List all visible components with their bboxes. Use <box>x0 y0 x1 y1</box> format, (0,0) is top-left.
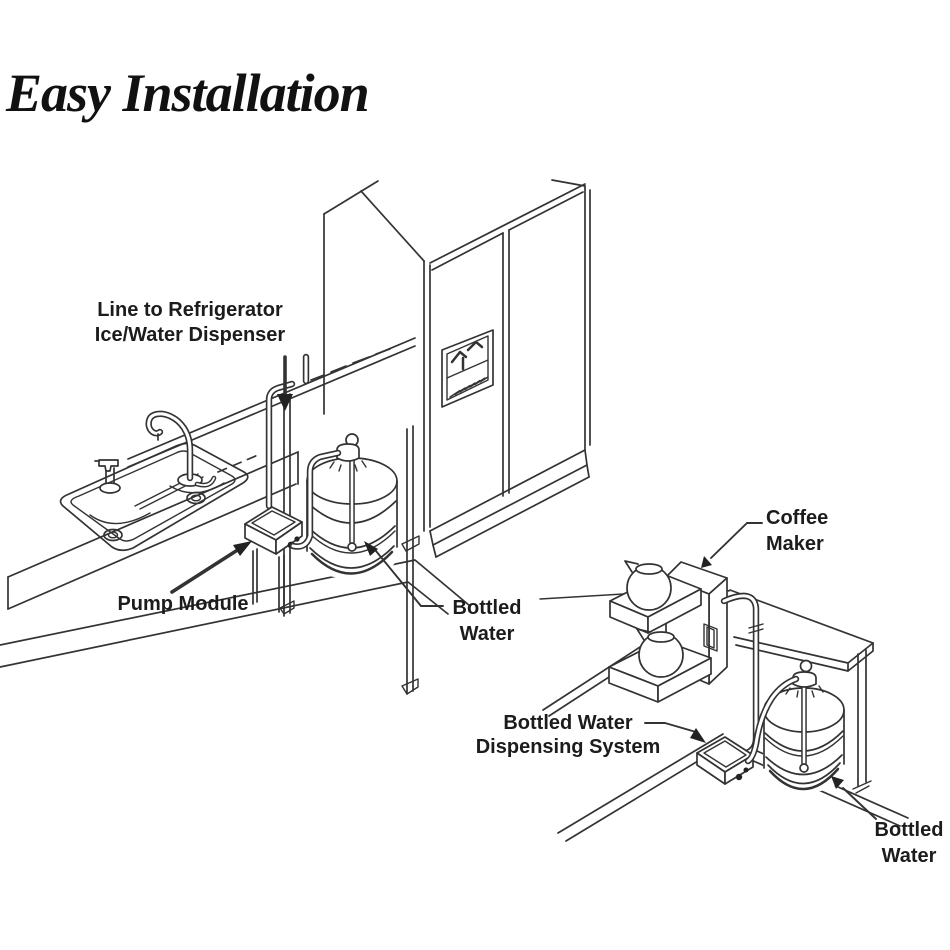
label-bottled-water-kitchen: Bottled Water <box>437 595 537 647</box>
annotation-arrows <box>170 355 877 820</box>
label-dispensing-system: Bottled Water Dispensing System <box>468 711 668 759</box>
water-bottle-coffee <box>763 659 845 793</box>
cabinet-frame <box>279 393 420 695</box>
kitchen-counter <box>7 451 299 613</box>
page-title: Easy Installation <box>6 63 370 123</box>
upper-carafe <box>624 560 672 611</box>
label-bottled-water-coffee-line1: Bottled <box>874 819 944 841</box>
label-dispensing-system-line2: Dispensing System <box>475 736 661 758</box>
bottled-water-leader-kitchen <box>364 541 444 607</box>
label-bottled-water-coffee-line2: Water <box>881 845 937 867</box>
water-bottle-kitchen <box>306 433 398 578</box>
refrigerator <box>323 179 591 558</box>
label-coffee-maker-line1: Coffee <box>766 507 829 529</box>
line-to-refrigerator-arrow <box>277 355 293 411</box>
line-to-refrigerator-tube <box>265 348 391 510</box>
label-line-to-refrigerator-line2: Ice/Water Dispenser <box>94 324 286 346</box>
coffee-maker <box>608 560 728 703</box>
water-supply-line <box>194 454 259 488</box>
pump-module <box>244 506 303 555</box>
pump-to-bottle-tube <box>289 449 342 550</box>
label-pump-module: Pump Module <box>117 593 249 615</box>
soap-dispenser <box>94 459 121 494</box>
label-coffee-maker-line2: Maker <box>766 533 824 555</box>
kitchen-floor-lines <box>0 559 641 668</box>
label-coffee-maker: Coffee Maker <box>766 505 856 557</box>
pump-to-bottle-tube-coffee <box>744 675 800 765</box>
dispensing-system-leader <box>644 722 706 743</box>
lower-carafe <box>636 628 684 678</box>
label-dispensing-system-line1: Bottled Water <box>503 712 633 734</box>
coffee-maker-leader <box>701 522 763 568</box>
ice-water-dispenser <box>441 329 494 408</box>
label-line-to-refrigerator-line1: Line to Refrigerator <box>97 299 283 321</box>
label-bottled-water-kitchen-line2: Water <box>459 623 515 645</box>
label-bottled-water-coffee: Bottled Water <box>872 817 946 869</box>
label-line-to-refrigerator: Line to Refrigerator Ice/Water Dispenser <box>70 298 310 348</box>
faucet <box>145 410 203 487</box>
bottled-water-leader-coffee <box>831 776 877 820</box>
dispensing-pump <box>696 736 754 785</box>
kitchen-sink <box>59 410 259 552</box>
label-bottled-water-kitchen-line1: Bottled <box>452 597 522 619</box>
pump-module-arrow <box>170 541 252 594</box>
